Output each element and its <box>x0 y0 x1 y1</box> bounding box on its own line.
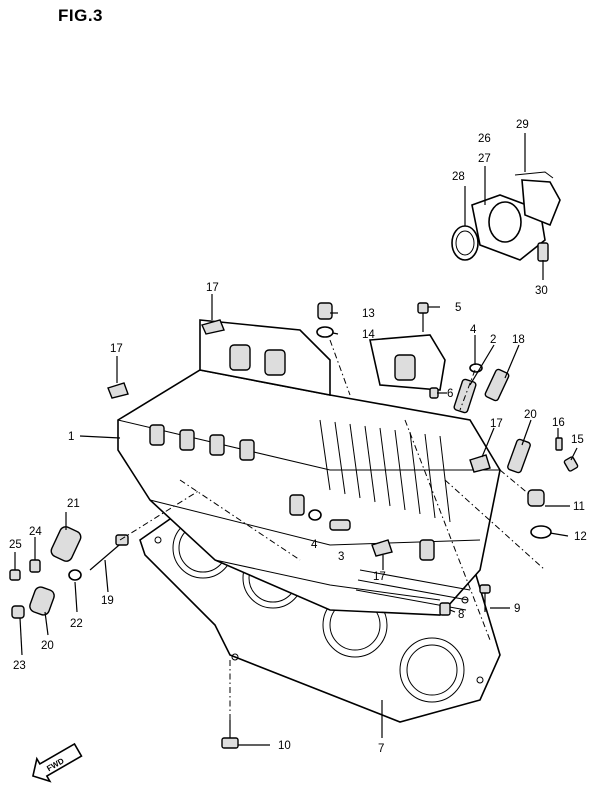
callout-26: 26 <box>478 133 491 145</box>
callout-11: 11 <box>573 501 585 513</box>
assembly-lines <box>119 339 546 720</box>
callout-2: 2 <box>490 334 496 346</box>
callout-10: 10 <box>278 740 291 752</box>
front-direction-marker: FWD <box>32 742 83 783</box>
cylinder-head <box>117 319 501 616</box>
callout-4a: 4 <box>470 324 477 336</box>
callout-12: 12 <box>574 531 587 543</box>
callout-3: 3 <box>338 551 344 563</box>
callout-21: 21 <box>67 498 80 510</box>
figure-title: FIG.3 <box>58 6 104 25</box>
callout-14: 14 <box>362 329 375 341</box>
callout-17b: 17 <box>110 343 123 355</box>
callout-30: 30 <box>535 285 548 297</box>
callout-20a: 20 <box>524 409 537 421</box>
callout-17c: 17 <box>490 418 503 430</box>
callout-19: 19 <box>101 595 114 607</box>
intake-pipe-assembly <box>451 171 561 262</box>
callout-18: 18 <box>512 334 525 346</box>
callout-8: 8 <box>458 609 464 621</box>
callout-17a: 17 <box>206 282 219 294</box>
leader-lines <box>14 133 578 746</box>
callout-5: 5 <box>455 302 461 314</box>
callout-24: 24 <box>29 526 42 538</box>
callout-13: 13 <box>362 308 375 320</box>
callout-25: 25 <box>9 539 22 551</box>
callout-9: 9 <box>514 603 520 615</box>
callout-labels: 1 2 3 4 4 5 6 7 8 9 10 11 12 13 14 15 16… <box>9 119 587 755</box>
callout-23: 23 <box>13 660 26 672</box>
callout-16: 16 <box>552 417 565 429</box>
callout-27: 27 <box>478 153 491 165</box>
callout-15: 15 <box>571 434 584 446</box>
callout-6: 6 <box>447 388 453 400</box>
callout-20b: 20 <box>41 640 54 652</box>
callout-29: 29 <box>516 119 529 131</box>
loose-parts <box>9 302 579 749</box>
callout-1: 1 <box>68 431 74 443</box>
callout-7: 7 <box>378 743 384 755</box>
callout-17d: 17 <box>373 571 386 583</box>
callout-4b: 4 <box>311 539 318 551</box>
callout-22: 22 <box>70 618 83 630</box>
callout-28: 28 <box>452 171 465 183</box>
